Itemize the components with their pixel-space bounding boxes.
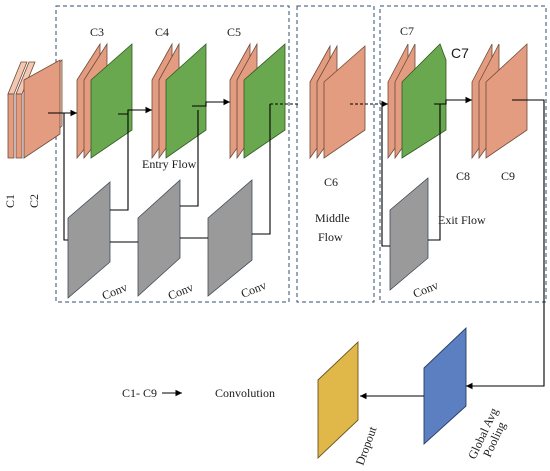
legend-range: C1- C9 xyxy=(122,386,157,400)
c3-label: C3 xyxy=(90,25,104,39)
exit-flow-label: Exit Flow xyxy=(438,213,486,227)
block-c4 xyxy=(151,42,207,160)
shortcut-conv-2 xyxy=(137,179,181,297)
conv-label-2: Conv xyxy=(166,280,195,303)
block-c6 xyxy=(309,44,366,160)
c1-label: C1 xyxy=(3,194,17,208)
c8-label: C8 xyxy=(456,169,470,183)
shortcut-conv-1 xyxy=(67,181,111,299)
c9-label: C9 xyxy=(501,169,515,183)
entry-flow-label: Entry Flow xyxy=(142,157,197,171)
c7-label: C7 xyxy=(400,24,414,38)
connections xyxy=(48,96,545,400)
conv-label-3: Conv xyxy=(239,278,268,301)
shortcut-conv-3 xyxy=(207,179,253,297)
c7-bold-label: C7 xyxy=(451,45,469,61)
middle-flow-box xyxy=(296,5,375,303)
block-c5 xyxy=(229,42,286,160)
c4-label: C4 xyxy=(155,25,169,39)
c2-label: C2 xyxy=(27,194,41,208)
entry-flow-box xyxy=(55,5,290,303)
c5-label: C5 xyxy=(227,25,241,39)
conv-label-1: Conv xyxy=(100,280,129,303)
shortcut-conv-4 xyxy=(389,177,429,291)
legend-meaning: Convolution xyxy=(215,386,275,400)
block-c1-c2 xyxy=(7,59,63,159)
conv-label-4: Conv xyxy=(411,278,440,301)
block-c7 xyxy=(387,43,447,160)
dropout-label: Dropout xyxy=(353,424,380,467)
global-avg-pooling-block xyxy=(423,326,467,446)
block-c8-c9 xyxy=(471,43,528,160)
c6-label: C6 xyxy=(324,175,338,189)
middle-flow-label-line2: Flow xyxy=(318,230,343,244)
block-c3 xyxy=(76,42,133,160)
dropout-block xyxy=(317,340,359,460)
middle-flow-label-line1: Middle xyxy=(315,211,350,225)
